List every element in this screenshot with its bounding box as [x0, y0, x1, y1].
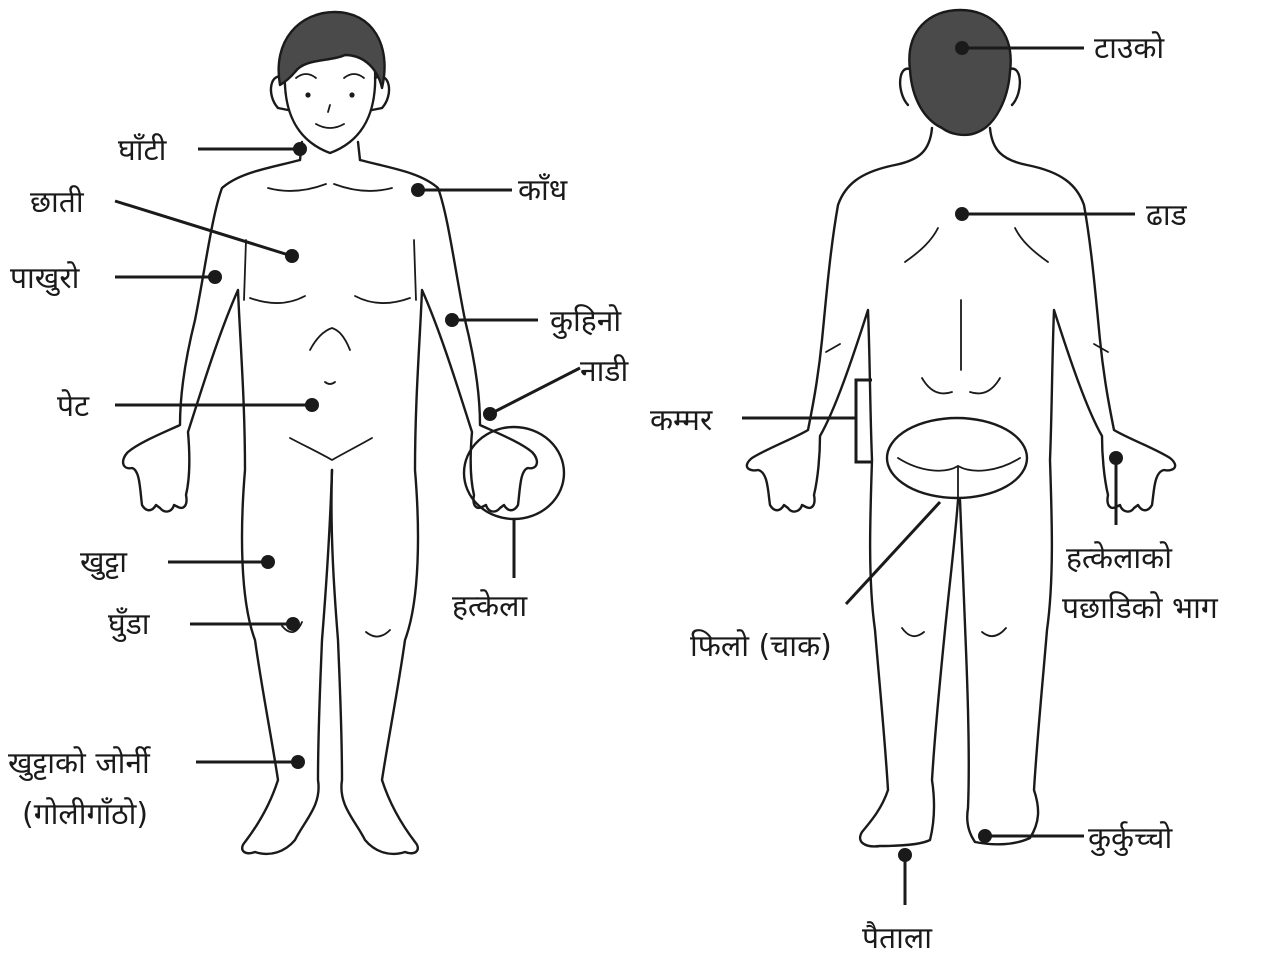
back-right-outline: [960, 128, 1175, 844]
front-collarbone: [268, 184, 392, 191]
front-right-outline: [331, 160, 536, 854]
front-abdomen: [310, 328, 350, 350]
front-groin: [290, 438, 372, 460]
label-heel: कुर्कुच्चो: [1088, 821, 1173, 857]
label-knee: घुँडा: [108, 607, 151, 643]
back-lower-back: [922, 378, 1000, 393]
leader-wrist: [483, 368, 580, 421]
label-elbow: कुहिनो: [550, 304, 622, 340]
label-waist: कम्मर: [650, 403, 713, 438]
back-buttock-line: [898, 458, 1020, 471]
label-back: ढाड: [1146, 198, 1188, 233]
label-chest: छाती: [30, 185, 85, 220]
front-pecs: [250, 296, 410, 303]
label-leg: खुट्टा: [80, 545, 128, 581]
leader-heel: [978, 829, 1084, 843]
front-head-outline: [285, 70, 375, 153]
leader-neck: [198, 142, 307, 156]
label-shoulder: काँध: [518, 173, 568, 208]
label-wrist: नाडी: [580, 354, 629, 389]
label-ankle-line1: खुट्टाको जोर्नी: [8, 746, 151, 782]
label-back-of-hand-line1: हत्केलाको: [1066, 541, 1173, 576]
front-figure: [123, 12, 537, 854]
back-head-hair: [909, 10, 1010, 135]
label-head: टाउको: [1094, 31, 1165, 66]
label-upper-arm: पाखुरो: [10, 261, 81, 297]
label-back-of-hand-line2: पछाडिको भाग: [1062, 591, 1219, 626]
back-figure: [747, 10, 1175, 846]
buttocks-highlight-ellipse: [887, 418, 1027, 498]
leader-buttocks: [846, 502, 940, 604]
label-neck: घाँटी: [118, 133, 168, 168]
leader-shoulder: [411, 183, 512, 197]
leader-elbow: [445, 313, 538, 327]
back-knee-left: [902, 628, 924, 636]
leader-back-of-hand: [1109, 451, 1123, 525]
back-left-outline: [747, 128, 958, 846]
leader-ankle: [196, 755, 305, 769]
back-knee-right: [982, 628, 1006, 636]
front-nose: [328, 105, 330, 112]
label-belly: पेट: [57, 389, 90, 424]
front-right-eyebrow: [344, 74, 364, 78]
leader-leg: [168, 555, 275, 569]
back-elbow-left: [826, 344, 840, 352]
label-ankle-line2: (गोलीगाँठो): [22, 797, 148, 832]
label-buttocks: फिलो (चाक): [690, 629, 832, 664]
leader-upper-arm: [115, 270, 222, 284]
label-sole: पैताला: [862, 921, 933, 956]
front-left-outline: [123, 160, 332, 854]
front-left-eyebrow: [296, 74, 316, 78]
front-neck: [300, 142, 360, 160]
label-palm: हत्केला: [452, 589, 528, 624]
leader-back: [955, 207, 1135, 221]
front-navel: [325, 382, 335, 384]
back-shoulder-blades: [905, 228, 1048, 262]
leader-sole: [898, 848, 912, 905]
leader-belly: [115, 398, 319, 412]
front-knee-right: [366, 630, 390, 637]
front-left-eye: [305, 92, 310, 97]
front-right-eye: [349, 92, 354, 97]
front-hair: [279, 12, 385, 88]
front-mouth: [316, 124, 344, 128]
